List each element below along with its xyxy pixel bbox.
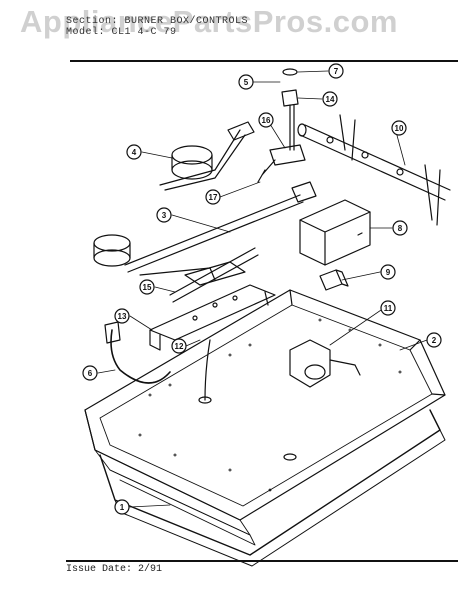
callout-10: 10 <box>391 120 407 136</box>
svg-text:2: 2 <box>432 336 437 345</box>
callouts: 1 2 3 4 5 6 7 8 9 10 11 12 13 14 15 16 1… <box>82 63 442 515</box>
svg-text:4: 4 <box>132 148 137 157</box>
svg-text:5: 5 <box>244 78 249 87</box>
svg-text:9: 9 <box>386 268 391 277</box>
lower-burner-tube <box>93 181 317 281</box>
valve-cover <box>299 199 371 266</box>
pilot-tube <box>169 247 259 303</box>
svg-text:8: 8 <box>398 224 403 233</box>
callout-15: 15 <box>139 279 155 295</box>
gas-manifold <box>297 114 451 226</box>
thermostat-assembly <box>257 68 306 183</box>
callout-2: 2 <box>426 332 442 348</box>
section-title: Section: BURNER BOX/CONTROLS <box>66 16 249 27</box>
callout-11: 11 <box>380 300 396 316</box>
svg-text:10: 10 <box>395 124 404 133</box>
svg-text:14: 14 <box>326 95 335 104</box>
svg-text:1: 1 <box>120 503 125 512</box>
svg-text:17: 17 <box>209 193 218 202</box>
diagram-header: Section: BURNER BOX/CONTROLS Model: CL1 … <box>66 16 248 38</box>
mounting-bracket <box>149 284 276 351</box>
callout-7: 7 <box>328 63 344 79</box>
callout-4: 4 <box>126 144 142 160</box>
svg-text:7: 7 <box>334 67 339 76</box>
leader-lines <box>97 70 428 508</box>
callout-12: 12 <box>171 338 187 354</box>
callout-17: 17 <box>205 189 221 205</box>
gas-valve <box>289 339 361 388</box>
callout-14: 14 <box>322 91 338 107</box>
svg-text:15: 15 <box>143 283 152 292</box>
svg-text:13: 13 <box>118 312 127 321</box>
top-burner-upper <box>159 121 255 191</box>
callout-8: 8 <box>392 220 408 236</box>
callout-1: 1 <box>114 499 130 515</box>
callout-6: 6 <box>82 365 98 381</box>
top-rule <box>70 60 458 62</box>
svg-text:11: 11 <box>384 304 393 313</box>
svg-text:16: 16 <box>262 116 271 125</box>
bottom-rule <box>66 560 458 562</box>
svg-text:6: 6 <box>88 369 93 378</box>
issue-date: Issue Date: 2/91 <box>66 564 163 575</box>
callout-9: 9 <box>380 264 396 280</box>
wire-harness <box>104 321 211 401</box>
callout-16: 16 <box>258 112 274 128</box>
burner-box-tray <box>84 289 446 546</box>
svg-text:12: 12 <box>175 342 184 351</box>
callout-13: 13 <box>114 308 130 324</box>
callout-5: 5 <box>238 74 254 90</box>
model-number: Model: CL1 4-C 79 <box>66 27 177 38</box>
svg-text:3: 3 <box>162 211 167 220</box>
callout-3: 3 <box>156 207 172 223</box>
watermark: AppliancePartsPros.com <box>20 4 398 39</box>
